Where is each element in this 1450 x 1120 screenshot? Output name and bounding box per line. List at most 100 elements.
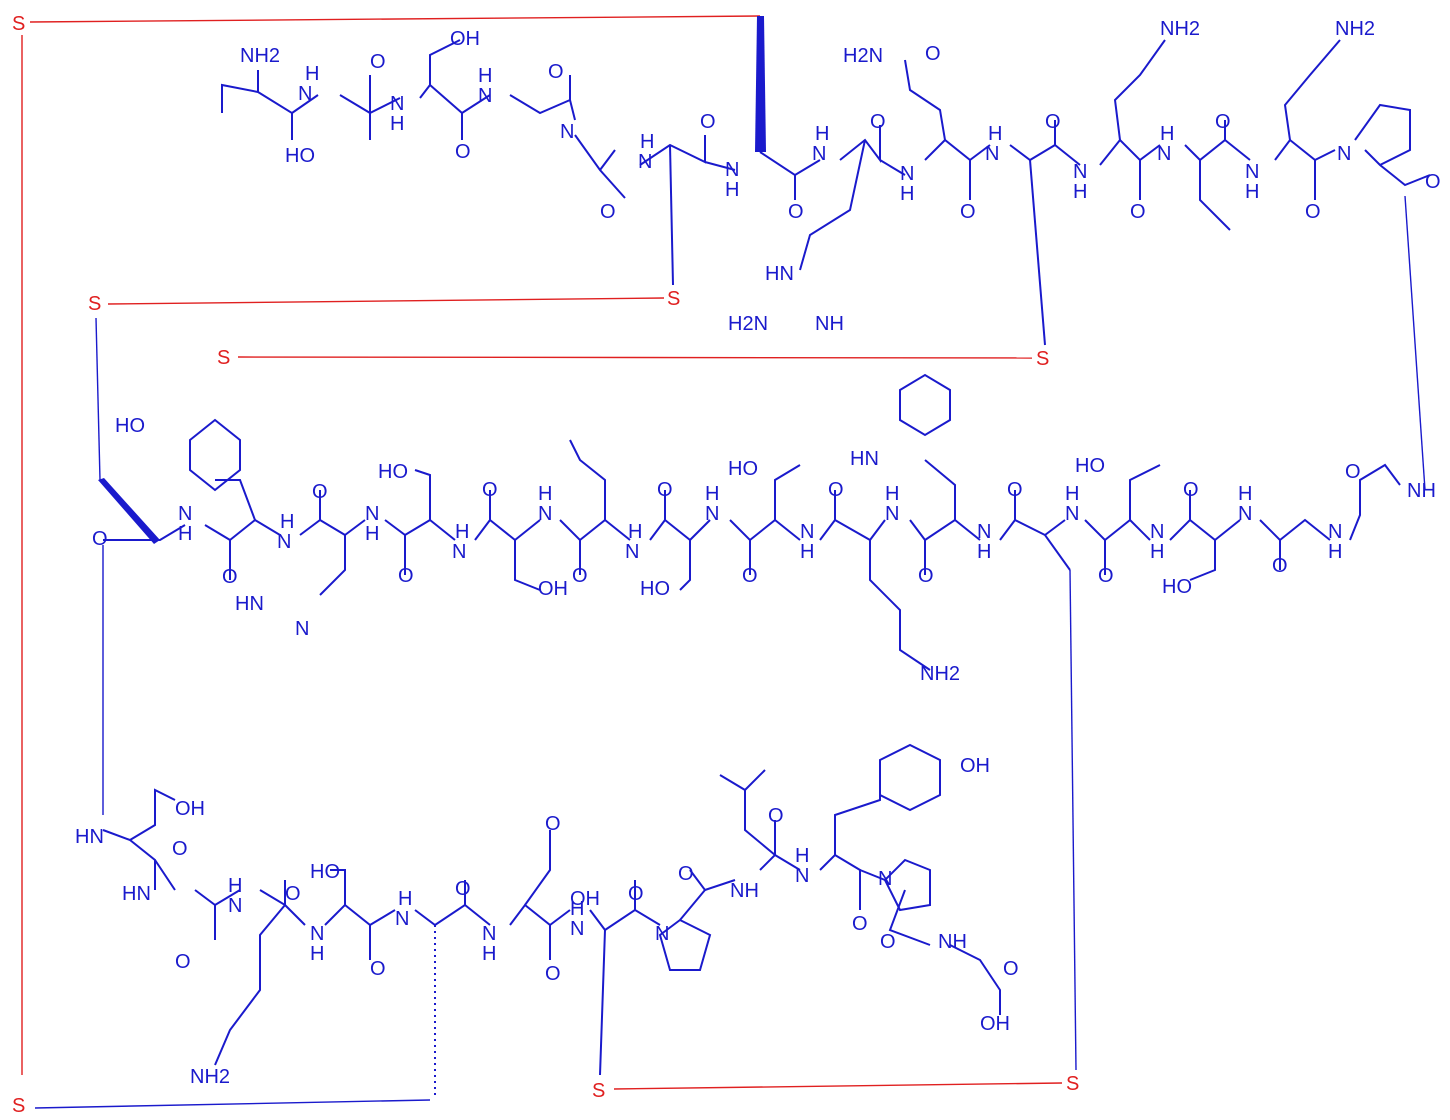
link-bottom xyxy=(34,1099,431,1109)
h-label: H xyxy=(1245,181,1259,203)
o-label: O xyxy=(700,111,716,133)
hn-label: HN xyxy=(75,826,104,848)
h2n-guanidine: H2N xyxy=(728,313,768,335)
o-label: O xyxy=(370,51,386,73)
o-label: O xyxy=(172,838,188,860)
h-label: H xyxy=(570,898,584,920)
h-label: H xyxy=(1065,483,1079,505)
n-label: N xyxy=(725,159,739,181)
nh-label: NH xyxy=(730,880,759,902)
n-label: N xyxy=(800,521,814,543)
n-label: N xyxy=(310,923,324,945)
oh-label: OH xyxy=(175,798,205,820)
n-label: N xyxy=(570,918,584,940)
n-label: N xyxy=(625,541,639,563)
o-label: O xyxy=(312,481,328,503)
n-label: N xyxy=(452,541,466,563)
ho-label: HO xyxy=(728,458,758,480)
ho-label: HO xyxy=(115,415,145,437)
o-label: O xyxy=(398,565,414,587)
n-label: N xyxy=(482,923,496,945)
o-label: O xyxy=(222,566,238,588)
o-label: O xyxy=(788,201,804,223)
o-label: O xyxy=(548,61,564,83)
h-label: H xyxy=(1328,541,1342,563)
nh2-lys-3: NH2 xyxy=(920,663,960,685)
o-label: O xyxy=(572,565,588,587)
ho-label: HO xyxy=(378,461,408,483)
n-label: N xyxy=(638,151,652,173)
n-label: N xyxy=(478,85,492,107)
n-label: N xyxy=(1065,503,1079,525)
n-label: N xyxy=(365,503,379,525)
n-label: N xyxy=(1150,521,1164,543)
disulfide-bridges xyxy=(21,15,1063,1090)
h-label: H xyxy=(977,541,991,563)
oh-label: OH xyxy=(960,755,990,777)
nh2-lys-1: NH2 xyxy=(1160,18,1200,40)
oh-label: OH xyxy=(450,28,480,50)
o-label: O xyxy=(545,963,561,985)
ss-bridge-top xyxy=(29,15,761,23)
s-atom-bottom-center: S xyxy=(592,1080,605,1102)
n-label: N xyxy=(390,93,404,115)
middle-row-backbone xyxy=(103,373,1401,671)
h-label: H xyxy=(178,523,192,545)
n-label: N xyxy=(1073,161,1087,183)
imidazole-n: N xyxy=(295,618,309,640)
o-label: O xyxy=(918,565,934,587)
o-label: O xyxy=(600,201,616,223)
h-label: H xyxy=(1150,541,1164,563)
h-label: H xyxy=(398,888,412,910)
o-label: O xyxy=(678,863,694,885)
o-label: O xyxy=(455,878,471,900)
h-label: H xyxy=(482,943,496,965)
h-label: H xyxy=(705,483,719,505)
n-label: N xyxy=(228,895,242,917)
ss-bridge-middle xyxy=(237,356,1033,359)
h-label: H xyxy=(885,483,899,505)
wedge-left xyxy=(98,478,160,544)
o-label: O xyxy=(1215,111,1231,133)
link-mid-cys xyxy=(1069,569,1077,1071)
n-label: N xyxy=(705,503,719,525)
o-label: O xyxy=(482,479,498,501)
h-label: H xyxy=(900,183,914,205)
o-label: O xyxy=(1345,461,1361,483)
o-label: O xyxy=(768,805,784,827)
n-label: N xyxy=(538,503,552,525)
o-label: O xyxy=(92,528,108,550)
link-right xyxy=(1404,195,1426,491)
n-label: N xyxy=(795,865,809,887)
ho-label: HO xyxy=(1075,455,1105,477)
h2n-gln: H2N xyxy=(843,45,883,67)
n-label: N xyxy=(878,868,892,890)
s-atom-mid-right: S xyxy=(1036,348,1049,370)
o-label: O xyxy=(1272,555,1288,577)
o-label: O xyxy=(828,479,844,501)
o-label: O xyxy=(545,813,561,835)
n-label: N xyxy=(560,121,574,143)
o-label: O xyxy=(1045,111,1061,133)
n-label: N xyxy=(885,503,899,525)
h-label: H xyxy=(305,63,319,85)
h-label: H xyxy=(478,65,492,87)
top-row-backbone xyxy=(221,39,1431,346)
n-label: N xyxy=(1245,161,1259,183)
h-label: H xyxy=(1160,123,1174,145)
o-label: O xyxy=(870,111,886,133)
n-label: N xyxy=(900,163,914,185)
n-label: N xyxy=(985,143,999,165)
oh-label: OH xyxy=(570,888,600,910)
n-label: N xyxy=(655,923,669,945)
ss-bridge-upper xyxy=(107,297,665,305)
n-label: N xyxy=(1238,503,1252,525)
o-label: O xyxy=(370,958,386,980)
nh2-lys-2: NH2 xyxy=(1335,18,1375,40)
n-label: N xyxy=(178,503,192,525)
n-label: N xyxy=(812,143,826,165)
o-label: O xyxy=(1098,565,1114,587)
n-label: N xyxy=(298,83,312,105)
hn-label: HN xyxy=(122,883,151,905)
o-label: O xyxy=(1425,171,1441,193)
